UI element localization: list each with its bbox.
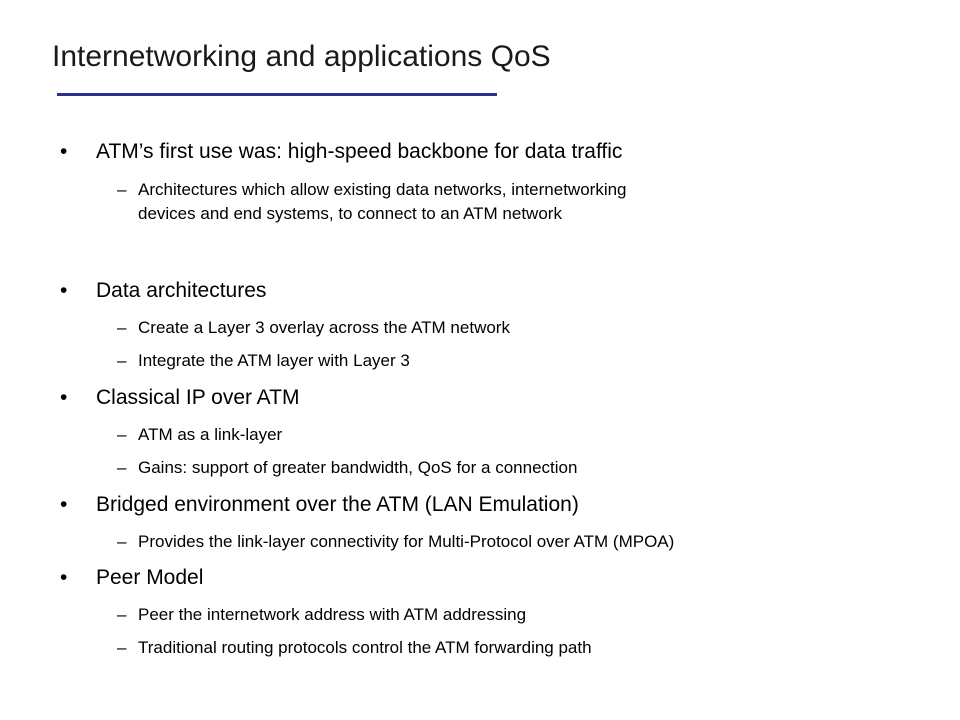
sub-bullet-marker: –: [117, 638, 127, 657]
sub-bullet-text: Provides the link-layer connectivity for…: [138, 530, 674, 554]
sub-bullet-marker: –: [117, 532, 127, 551]
sub-bullet-line: Traditional routing protocols control th…: [138, 638, 592, 657]
bullet-text: Bridged environment over the ATM (LAN Em…: [96, 493, 579, 516]
bullet-text: ATM’s first use was: high-speed backbone…: [96, 140, 623, 163]
sub-bullet-text: Integrate the ATM layer with Layer 3: [138, 349, 410, 373]
sub-bullet-marker: –: [117, 318, 127, 337]
sub-bullet-line: Peer the internetwork address with ATM a…: [138, 605, 527, 624]
slide-title: Internetworking and applications QoS: [52, 40, 551, 73]
bullet-marker: •: [60, 493, 68, 516]
sub-bullet-text: Peer the internetwork address with ATM a…: [138, 603, 526, 627]
sub-bullet-marker: –: [117, 180, 127, 199]
sub-bullet-text: ATM as a link-layer: [138, 423, 282, 447]
sub-bullet-line: Create a Layer 3 overlay across the ATM …: [138, 318, 510, 337]
bullet-text: Classical IP over ATM: [96, 386, 300, 409]
bullet-marker: •: [60, 279, 68, 302]
sub-bullet-text: Gains: support of greater bandwidth, QoS…: [138, 456, 577, 480]
sub-bullet-line: Gains: support of greater bandwidth, QoS…: [138, 458, 578, 477]
sub-bullet-marker: –: [117, 605, 127, 624]
sub-bullet-text: Create a Layer 3 overlay across the ATM …: [138, 316, 510, 340]
sub-bullet-marker: –: [117, 351, 127, 370]
title-underline: [57, 93, 497, 96]
sub-bullet-line: Provides the link-layer connectivity for…: [138, 532, 675, 551]
sub-bullet-line: Integrate the ATM layer with Layer 3: [138, 351, 410, 370]
bullet-marker: •: [60, 386, 68, 409]
sub-bullet-marker: –: [117, 458, 127, 477]
sub-bullet-line: Architectures which allow existing data …: [138, 180, 627, 199]
bullet-marker: •: [60, 140, 68, 163]
sub-bullet-text: Traditional routing protocols control th…: [138, 636, 592, 660]
bullet-text: Data architectures: [96, 279, 267, 302]
bullet-text: Peer Model: [96, 566, 204, 589]
sub-bullet-line: devices and end systems, to connect to a…: [138, 204, 562, 223]
sub-bullet-text: Architectures which allow existing data …: [138, 178, 627, 226]
bullet-marker: •: [60, 566, 68, 589]
sub-bullet-line: ATM as a link-layer: [138, 425, 283, 444]
sub-bullet-marker: –: [117, 425, 127, 444]
